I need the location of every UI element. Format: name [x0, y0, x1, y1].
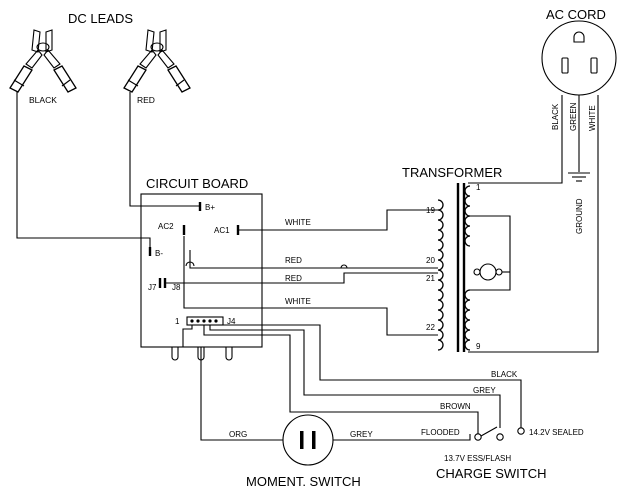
white-wire-bottom-label: WHITE	[285, 297, 311, 306]
black-clip-icon	[9, 29, 77, 93]
red-wire-1-label: RED	[285, 256, 302, 265]
ac1-label: AC1	[214, 226, 230, 235]
ac-green-label: GREEN	[569, 102, 578, 131]
tap-1-label: 1	[476, 183, 481, 192]
red-clip-label: RED	[137, 95, 155, 105]
flooded-label: FLOODED	[421, 428, 460, 437]
moment-switch-heading: MOMENT. SWITCH	[246, 474, 361, 489]
ac2-label: AC2	[158, 222, 174, 231]
ac-black-label: BLACK	[551, 103, 560, 130]
grey-switch-wire-label: GREY	[350, 430, 373, 439]
transformer-symbol	[437, 183, 511, 352]
tap-21-label: 21	[426, 274, 435, 283]
circuit-board-heading: CIRCUIT BOARD	[146, 176, 248, 191]
tap-20-label: 20	[426, 256, 435, 265]
b-minus-label: B-	[155, 249, 163, 258]
black-clip-label: BLACK	[29, 95, 57, 105]
charge-switch-icon	[474, 426, 525, 441]
j4-label: J4	[227, 317, 236, 326]
brown-wire-label: BROWN	[440, 402, 471, 411]
charge-switch-heading: CHARGE SWITCH	[436, 466, 547, 481]
ac-plug-icon	[541, 20, 617, 96]
j4-connector	[186, 316, 224, 326]
j7-label: J7	[148, 283, 157, 292]
grey-wire-label: GREY	[473, 386, 496, 395]
sealed-label: 14.2V SEALED	[529, 428, 584, 437]
pin1-label: 1	[175, 317, 180, 326]
ac-white-label: WHITE	[588, 105, 597, 131]
tap-19-label: 19	[426, 206, 435, 215]
ac-cord-heading: AC CORD	[546, 7, 606, 22]
black-wire-label: BLACK	[491, 370, 518, 379]
red-wire-2-label: RED	[285, 274, 302, 283]
tap-9-label: 9	[476, 342, 481, 351]
ground-symbol-icon	[568, 172, 590, 182]
j8-label: J8	[172, 283, 181, 292]
org-wire-label: ORG	[229, 430, 247, 439]
tap-22-label: 22	[426, 323, 435, 332]
b-plus-label: B+	[205, 203, 215, 212]
dc-leads-heading: DC LEADS	[68, 11, 133, 26]
circuit-board-outline	[140, 193, 263, 348]
ess-flash-label: 13.7V ESS/FLASH	[444, 454, 511, 463]
red-clip-icon	[123, 29, 191, 93]
moment-switch-icon	[282, 414, 334, 466]
ground-label: GROUND	[575, 198, 584, 234]
white-wire-top-label: WHITE	[285, 218, 311, 227]
transformer-heading: TRANSFORMER	[402, 165, 502, 180]
